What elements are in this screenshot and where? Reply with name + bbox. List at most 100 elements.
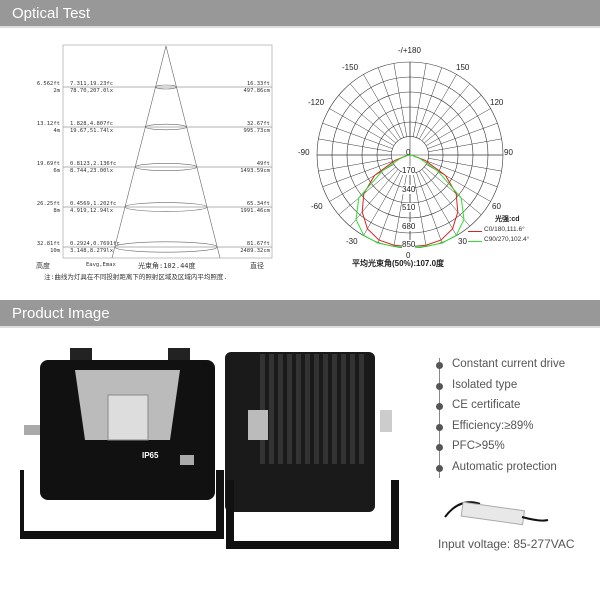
beam-ellipse xyxy=(155,84,177,90)
beam-cone-svg xyxy=(62,44,273,259)
product-photos: IP65 xyxy=(20,348,399,549)
illuminance-lx: 8.744,23.00lx xyxy=(70,168,114,174)
polar-spoke xyxy=(318,138,392,153)
polar-spoke xyxy=(424,166,482,215)
polar-angle-label: 120 xyxy=(490,98,504,107)
polar-spoke xyxy=(338,166,396,215)
polar-spoke xyxy=(412,173,427,247)
polar-angle-label: -/+180 xyxy=(398,46,421,55)
feature-item: CE certificate xyxy=(452,399,521,411)
polar-ring-label: 170 xyxy=(402,166,416,175)
diameter-cm: 1991.46cm xyxy=(240,208,270,214)
polar-spoke xyxy=(419,74,457,140)
heatsink-fin xyxy=(305,354,310,464)
beam-ellipse xyxy=(124,202,208,212)
bullet-icon xyxy=(436,382,443,390)
illuminance-lx: 78.70,207.0lx xyxy=(70,88,114,94)
polar-spoke xyxy=(377,67,404,138)
diameter-cm: 1493.59cm xyxy=(240,168,270,174)
heatsink-fin xyxy=(269,354,274,464)
polar-spoke xyxy=(322,122,393,149)
polar-ring-label: 510 xyxy=(402,203,416,212)
polar-angle-label: 150 xyxy=(456,63,470,72)
heatsink-fin xyxy=(260,354,265,464)
polar-spoke xyxy=(427,161,498,188)
beam-note: 注:曲线为灯具在不同投射距离下的照射区域及区域内平均照度. xyxy=(44,273,228,281)
cone-edge-right xyxy=(165,45,221,259)
heatsink-fin xyxy=(296,354,301,464)
heatsink-fin xyxy=(323,354,328,464)
heatsink-fin xyxy=(359,354,364,464)
polar-spoke xyxy=(363,170,401,236)
polar-spoke xyxy=(318,157,392,172)
polar-angle-label: 90 xyxy=(504,148,513,157)
heatsink-fin xyxy=(278,354,283,464)
height-ft: 13.12ft xyxy=(36,121,60,127)
polar-spoke xyxy=(419,170,457,236)
diameter-ft: 65.34ft xyxy=(246,201,270,207)
polar-angle-label: 0 xyxy=(406,251,411,260)
illuminance-lx: 4.919,12.94lx xyxy=(70,208,114,214)
polar-ring-label: 680 xyxy=(402,221,416,231)
polar-spoke xyxy=(329,108,395,146)
polar-ring-label: 340 xyxy=(402,184,416,194)
polar-spoke xyxy=(338,95,396,144)
illuminance-lx: 3.148,8.279lx xyxy=(70,248,114,254)
avg-beam-angle: 平均光束角(50%):107.0度 xyxy=(352,259,445,268)
height-m: 6m xyxy=(53,168,60,174)
bullet-icon xyxy=(436,464,443,472)
polar-ring-label: 850 xyxy=(402,240,416,249)
heatsink-fin xyxy=(341,354,346,464)
beam-ellipse xyxy=(114,241,218,253)
height-ft: 32.81ft xyxy=(36,241,60,247)
polar-spoke xyxy=(363,74,401,140)
bullet-icon xyxy=(436,423,443,431)
diameter-ft: 49ft xyxy=(256,161,270,167)
floodlight-front-image xyxy=(20,348,224,539)
diameter-cm: 995.73cm xyxy=(243,128,271,134)
polar-angle-label: -120 xyxy=(308,98,325,107)
legend-entry: C90/270,102.4° xyxy=(484,236,530,243)
beam-angle-label: 光束角:102.44度 xyxy=(138,262,196,270)
height-m: 8m xyxy=(53,208,60,214)
polar-angle-label: -30 xyxy=(346,237,358,246)
feature-timeline-line xyxy=(439,358,440,478)
height-ft: 26.25ft xyxy=(36,201,60,207)
polar-spoke xyxy=(428,138,502,153)
illuminance-fc: 0.4569,1.202fc xyxy=(70,201,117,207)
legend-swatch xyxy=(468,231,482,232)
cone-edge-left xyxy=(111,45,167,259)
heatsink-fin xyxy=(350,354,355,464)
polar-spoke xyxy=(416,172,443,243)
polar-angle-label: 0 xyxy=(406,148,411,157)
height-m: 4m xyxy=(53,128,60,134)
feature-item: PFC>95% xyxy=(452,440,505,452)
polar-spoke xyxy=(350,169,399,227)
height-m: 2m xyxy=(53,88,60,94)
illuminance-fc: 0.8123,2.136fc xyxy=(70,161,117,167)
feature-item: Isolated type xyxy=(452,378,518,391)
bullet-icon xyxy=(436,444,443,451)
diameter-ft: 32.67ft xyxy=(246,121,270,127)
bullet-icon xyxy=(436,403,443,410)
height-m: 10m xyxy=(50,248,60,254)
beam-ellipse xyxy=(145,123,187,131)
floodlight-back-image xyxy=(225,352,399,549)
input-voltage: Input voltage: 85-277VAC xyxy=(438,537,575,551)
height-ft: 19.69ft xyxy=(36,161,60,167)
heatsink-fin xyxy=(332,354,337,464)
heatsink-fin xyxy=(314,354,319,464)
polar-spoke xyxy=(421,83,470,141)
polar-spoke xyxy=(412,63,427,137)
bullet-icon xyxy=(436,362,443,369)
beam-ellipse xyxy=(134,163,198,171)
illuminance-fc: 1.828,4.807fc xyxy=(70,121,114,127)
diameter-cm: 497.86cm xyxy=(243,88,271,94)
col-height-label: 高度 xyxy=(36,262,50,270)
illuminance-lx: 19.67,51.74lx xyxy=(70,128,114,134)
polar-spoke xyxy=(377,172,404,243)
polar-angle-label: -150 xyxy=(342,63,359,72)
col-diameter-label: 直径 xyxy=(250,262,264,270)
polar-unit-label: 光强:cd xyxy=(495,216,520,223)
illuminance-fc: 7.311,19.23fc xyxy=(70,81,114,87)
